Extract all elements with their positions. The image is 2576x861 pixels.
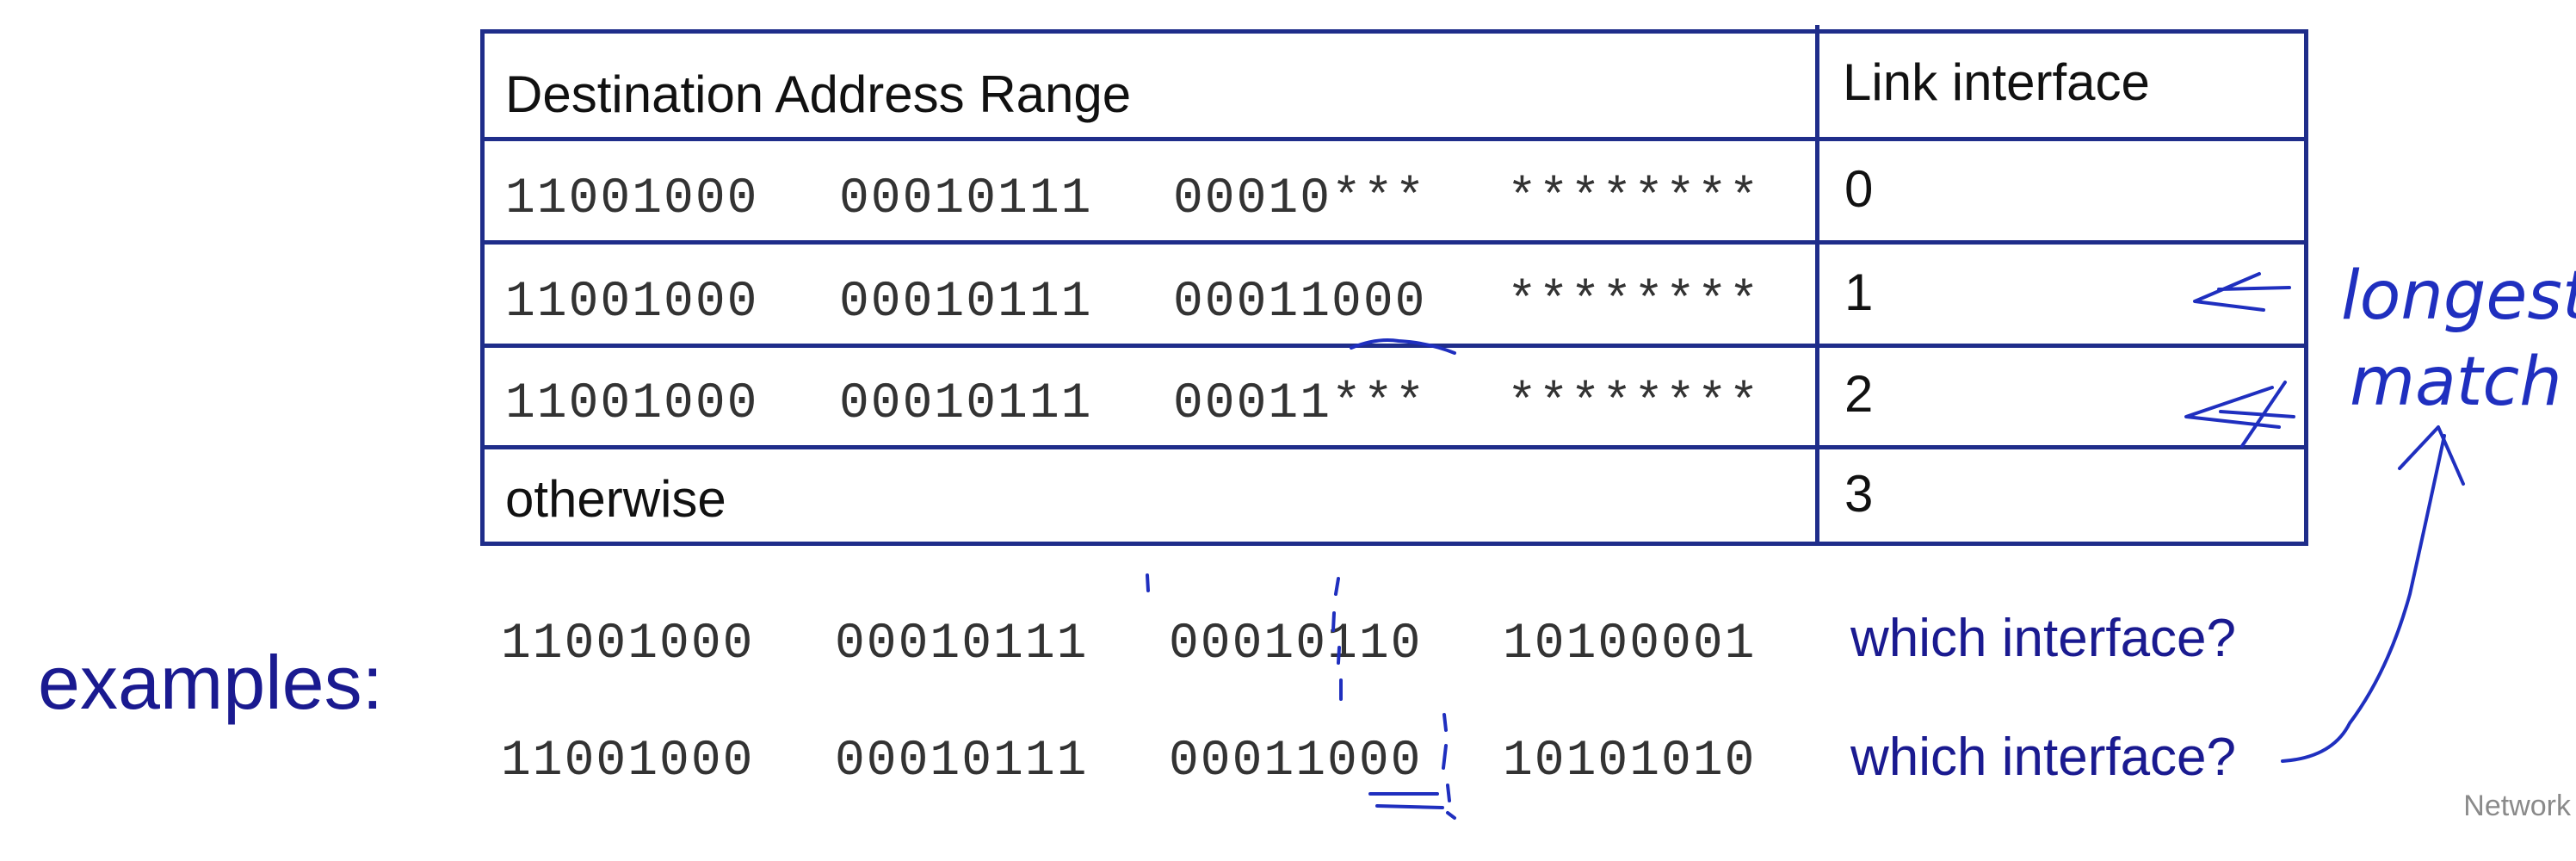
row1-octet2: 00010111	[839, 275, 1093, 331]
row-divider	[485, 137, 2304, 141]
example1-octet2: 00010111	[835, 616, 1089, 672]
examples-label: examples:	[38, 640, 384, 725]
otherwise-label: otherwise	[505, 470, 726, 528]
example1-question: which interface?	[1850, 609, 2237, 668]
arrow-row1-icon	[2193, 272, 2291, 312]
example2-octet1: 11001000	[501, 734, 755, 790]
example1-tick-icon	[1146, 573, 1150, 592]
row2-interface: 2	[1844, 365, 1874, 423]
row2-octet1: 11001000	[505, 376, 759, 432]
row1-octet3: 00011000	[1173, 275, 1427, 331]
forwarding-table: Destination Address Range Link interface…	[480, 25, 2308, 546]
example2-octet4: 10101010	[1503, 734, 1757, 790]
example2-octet3: 00011000	[1169, 734, 1423, 790]
row0-octet4: ********	[1507, 171, 1761, 227]
row0-octet3: 00010***	[1173, 171, 1427, 227]
row2-octet3: 00011***	[1173, 376, 1427, 432]
row1-octet4: ********	[1507, 275, 1761, 331]
example1-octet4: 10100001	[1503, 616, 1757, 672]
row1-underline-icon	[1350, 338, 1456, 355]
row-divider	[485, 445, 2304, 449]
long-arrow-head-icon	[2398, 425, 2465, 486]
handwritten-longest: longest	[2341, 257, 2576, 335]
row1-interface: 1	[1844, 263, 1874, 321]
row0-interface: 0	[1844, 160, 1874, 218]
row2-octet2: 00010111	[839, 376, 1093, 432]
example2-octet2: 00010111	[835, 734, 1089, 790]
handwritten-match: match	[2350, 344, 2562, 421]
example1-octet3: 00010110	[1169, 616, 1423, 672]
row-divider	[485, 344, 2304, 348]
example1-octet1: 11001000	[501, 616, 755, 672]
example2-question: which interface?	[1850, 728, 2237, 787]
crossed-arrow-row2-icon	[2184, 381, 2295, 448]
row0-octet1: 11001000	[505, 171, 759, 227]
header-link-interface: Link interface	[1843, 53, 2150, 111]
long-arrow-curve-icon	[2281, 434, 2446, 763]
row-divider	[485, 240, 2304, 245]
header-destination-range: Destination Address Range	[505, 65, 1132, 123]
row1-octet1: 11001000	[505, 275, 759, 331]
example1-dashed-divider-icon	[1331, 577, 1343, 701]
footer-label: Network	[2463, 790, 2571, 822]
row0-octet2: 00010111	[839, 171, 1093, 227]
column-divider	[1815, 25, 1819, 542]
example2-divider-icon	[1442, 713, 1451, 802]
otherwise-interface: 3	[1844, 465, 1874, 523]
row2-octet4: ********	[1507, 376, 1761, 432]
example2-underline-icon	[1368, 792, 1456, 820]
